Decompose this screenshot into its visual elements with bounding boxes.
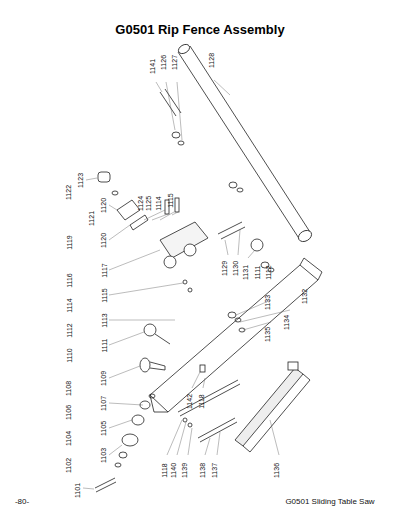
callout-number: 1121 xyxy=(89,210,96,225)
callout-number: 1137 xyxy=(212,462,219,477)
callout-number: 1112 xyxy=(65,323,72,338)
callout-number: 1119 xyxy=(65,235,72,250)
callout-number: 1135 xyxy=(265,326,272,341)
callout-number: 1139 xyxy=(182,462,189,477)
callout-number: 1120 xyxy=(101,232,108,247)
callout-number: 1142 xyxy=(187,393,194,408)
callout-number: 1123 xyxy=(78,172,85,187)
callout-number: 1141 xyxy=(150,58,157,73)
callout-number: 1115 xyxy=(100,288,107,303)
callout-number: 1118 xyxy=(197,394,204,409)
callout-number: 1115 xyxy=(166,193,173,208)
callout-number: 1133 xyxy=(265,294,272,309)
callout-number: 1129 xyxy=(222,260,229,275)
callout-number: 1118 xyxy=(160,463,167,478)
callout-number: 1102 xyxy=(66,457,73,472)
callout-number: 1114 xyxy=(65,298,72,313)
callout-number: 1140 xyxy=(171,462,178,477)
callout-number: 1122 xyxy=(66,184,73,199)
callout-number: 1132 xyxy=(302,288,309,303)
page-footer: -80- xyxy=(15,498,29,506)
callout-number: 1126 xyxy=(161,54,168,69)
callout-number: 1127 xyxy=(172,54,179,69)
callout-number: 1109 xyxy=(101,370,108,385)
callout-number: 1131 xyxy=(243,264,250,279)
page-footer: G0501 Sliding Table Saw xyxy=(285,498,374,506)
callout-number: 1107 xyxy=(101,395,108,410)
callout-number: 1106 xyxy=(66,404,73,419)
page-title: G0501 Rip Fence Assembly xyxy=(0,22,400,37)
callout-number: 1103 xyxy=(101,447,108,462)
callout-number: 1120 xyxy=(101,197,108,212)
callout-number: 1112 xyxy=(264,265,271,280)
callout-number: 1101 xyxy=(75,482,82,497)
callout-number: 1116 xyxy=(65,273,72,288)
callout-number: 1108 xyxy=(66,380,73,395)
callout-number: 1128 xyxy=(209,52,216,67)
callout-number: 1111 xyxy=(100,338,107,352)
callout-number: 1134 xyxy=(284,314,291,329)
callout-number: 1113 xyxy=(100,313,107,328)
callout-number: 1125 xyxy=(146,195,153,210)
callout-number: 1124 xyxy=(138,195,145,210)
callout-number: 1117 xyxy=(100,263,107,278)
callout-number: 1138 xyxy=(200,462,207,477)
callout-number: 1130 xyxy=(233,260,240,275)
callout-number: 1114 xyxy=(154,196,161,211)
callout-number: 1136 xyxy=(274,462,281,477)
callout-number: 1111 xyxy=(253,265,260,279)
callout-number: 1104 xyxy=(66,430,73,445)
callout-number: 1110 xyxy=(65,348,72,363)
callout-number: 1105 xyxy=(101,420,108,435)
